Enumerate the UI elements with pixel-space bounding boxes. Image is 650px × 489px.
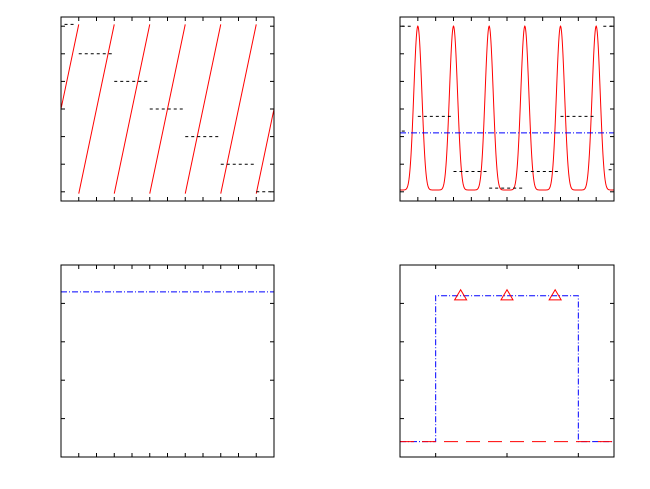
triangle-marker (548, 288, 563, 301)
triangle-marker (500, 288, 514, 301)
plot-area (400, 25, 614, 191)
sawtooth-ramp (220, 24, 257, 194)
axes-frame (399, 264, 615, 458)
plot-area (400, 288, 614, 443)
plot-panel-3 (60, 264, 275, 458)
triangle-marker (453, 288, 468, 301)
sawtooth-ramp (61, 24, 80, 112)
axes-frame (60, 264, 275, 458)
sawtooth-ramp (184, 24, 222, 194)
plot-area (61, 23, 274, 194)
plot-panel-1 (60, 16, 275, 202)
sawtooth-ramp (78, 24, 115, 194)
axes-frame (399, 16, 615, 202)
series-line-1 (400, 295, 614, 443)
sawtooth-ramp (113, 24, 151, 194)
peak-curve (400, 25, 614, 191)
plot-panel-4 (399, 264, 615, 458)
plot-panel-2 (399, 16, 615, 202)
sawtooth-ramp (255, 106, 274, 194)
sawtooth-ramp (149, 24, 186, 194)
